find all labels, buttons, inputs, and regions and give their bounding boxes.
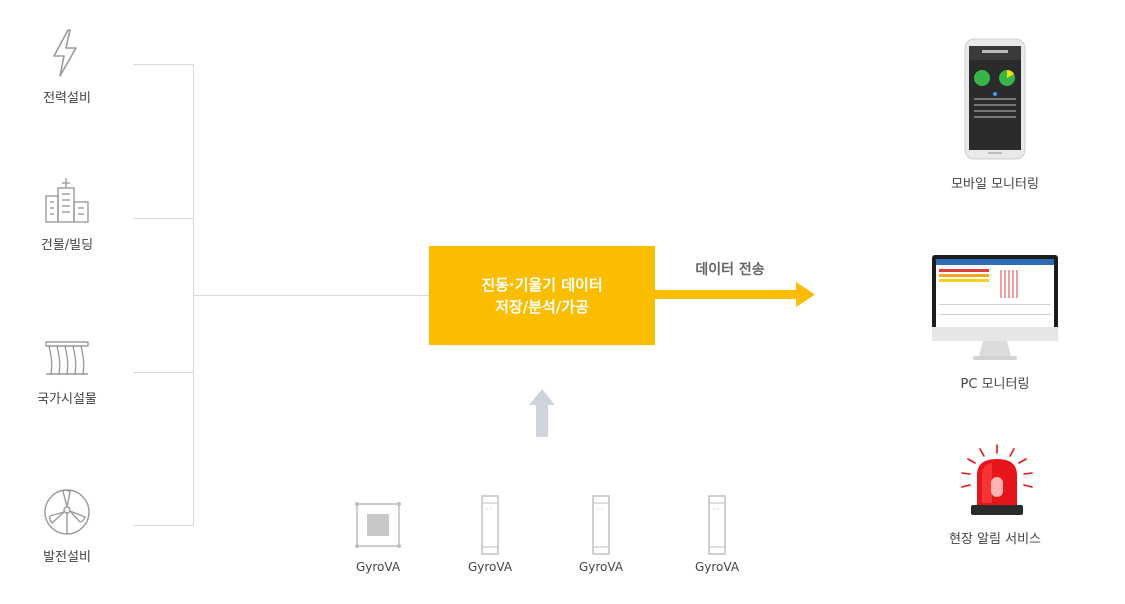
lightning-icon xyxy=(53,29,77,77)
wind-turbine-icon xyxy=(44,489,90,535)
siren-icon xyxy=(961,444,1033,515)
device-label: GyroVA xyxy=(467,560,513,574)
core-line-1: 진동·기울기 데이터 xyxy=(481,275,603,294)
transfer-label: 데이터 전송 xyxy=(695,262,765,278)
source-label-power: 전력설비 xyxy=(43,91,91,106)
gyrova-bar-sensor-icon xyxy=(481,495,499,555)
source-label-plant: 발전설비 xyxy=(43,550,91,565)
data-processing-box: 진동·기울기 데이터 저장/분석/가공 xyxy=(429,246,655,345)
connector-to-core xyxy=(193,295,429,296)
output-label-pc: PC 모니터링 xyxy=(960,377,1030,392)
up-arrow-icon xyxy=(529,389,555,437)
smartphone-icon xyxy=(964,38,1026,160)
device-label: GyroVA xyxy=(578,560,624,574)
output-label-siren: 현장 알림 서비스 xyxy=(949,532,1041,547)
connector-line xyxy=(133,64,193,65)
source-national-facility xyxy=(10,336,120,386)
gyrova-bar-sensor-icon xyxy=(708,495,726,555)
device-label: GyroVA xyxy=(355,560,401,574)
source-building xyxy=(10,176,120,226)
core-line-2: 저장/분석/가공 xyxy=(495,297,589,316)
device-label: GyroVA xyxy=(694,560,740,574)
connector-line xyxy=(133,525,193,526)
building-icon xyxy=(45,178,89,223)
connector-line xyxy=(133,372,193,373)
connector-line xyxy=(133,218,193,219)
source-power-plant xyxy=(10,486,120,541)
output-label-mobile: 모바일 모니터링 xyxy=(951,177,1039,192)
monitor-icon xyxy=(932,255,1058,360)
source-label-building: 건물/빌딩 xyxy=(40,238,94,253)
source-power-facility xyxy=(10,26,120,111)
source-label-national: 국가시설물 xyxy=(37,392,97,407)
transfer-arrow-icon xyxy=(655,282,815,307)
gyrova-bar-sensor-icon xyxy=(592,495,610,555)
dam-icon xyxy=(45,341,89,375)
gyrova-square-sensor-icon xyxy=(355,502,401,548)
